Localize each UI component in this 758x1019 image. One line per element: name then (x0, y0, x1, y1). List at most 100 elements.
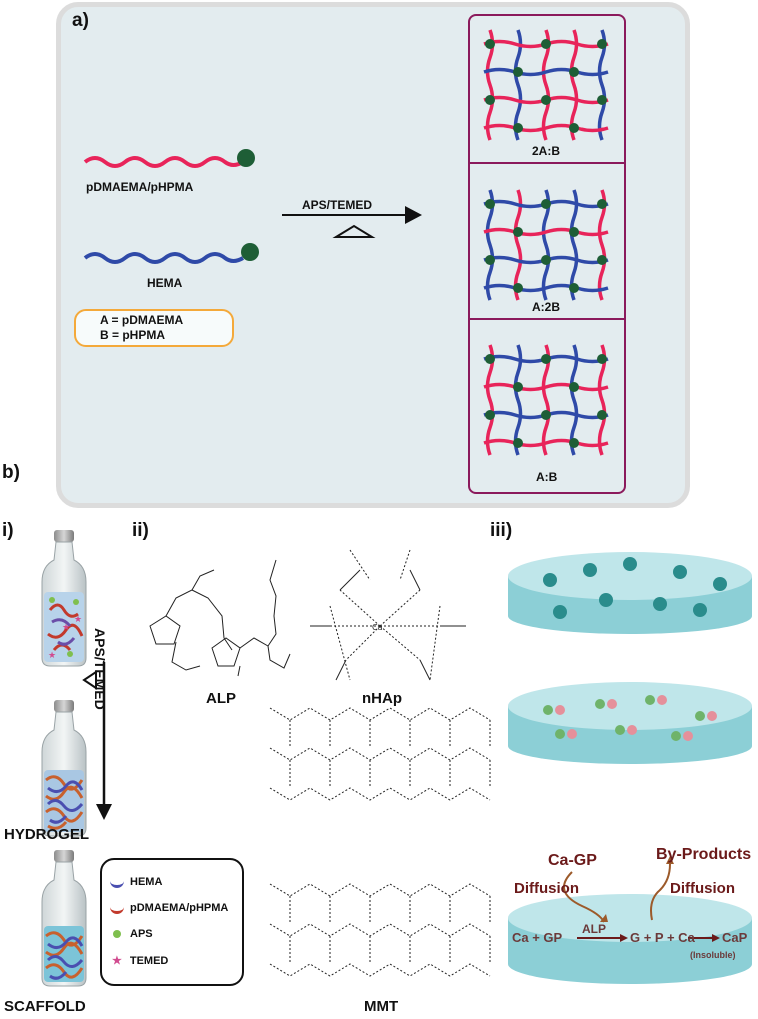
crosslink-node (513, 438, 523, 448)
crosslink-node (569, 283, 579, 293)
crosslink-node (485, 410, 495, 420)
heat-triangle-icon-2 (82, 670, 97, 690)
crosslink-node (569, 438, 579, 448)
network-vertical-strand (541, 29, 551, 141)
aps-dot-icon (113, 930, 121, 938)
product-arrowhead (712, 934, 720, 942)
crosslink-node (485, 199, 495, 209)
legend-label-temed: TEMED (129, 954, 169, 967)
crosslink-node (569, 67, 579, 77)
bottle-legend: HEMA pDMAEMA/pHPMA APS ★ TEMED (100, 858, 244, 986)
network-horizontal-strand (483, 283, 609, 293)
crosslink-node (513, 382, 523, 392)
network-vertical-strand (569, 29, 579, 141)
vertical-arrow-label: APS/TEMED (92, 628, 108, 710)
crosslink-node (597, 410, 607, 420)
hydrogel-label: HYDROGEL (4, 826, 90, 843)
network-vertical-strand (541, 189, 551, 301)
crosslink-node (569, 123, 579, 133)
chem-label-mmt: MMT (364, 998, 399, 1015)
bottle-monomers: ★★★ (41, 530, 87, 667)
scaffold-label: SCAFFOLD (4, 998, 86, 1015)
composition-legend (74, 309, 234, 347)
down-arrowhead (96, 804, 112, 820)
network-label-1: 2A:B (532, 144, 561, 158)
scaffold-disc-2 (508, 682, 752, 764)
legend-line-2: B = pHPMA (100, 328, 166, 342)
network-divider-2 (468, 318, 626, 320)
crosslink-node (513, 67, 523, 77)
panel-a-drawing (83, 29, 609, 456)
crosslink-node (541, 199, 551, 209)
sub-label-iii: iii) (490, 520, 513, 541)
ca-gp-label: Ca-GP (548, 852, 597, 869)
legend-item-aps: APS (110, 928, 153, 940)
crosslink-node (513, 283, 523, 293)
network-vertical-strand (541, 344, 551, 456)
network-frame (468, 14, 626, 494)
legend-label-pdmaema: pDMAEMA/pHPMA (130, 902, 229, 914)
arrow-label: APS/TEMED (302, 198, 373, 212)
panel-b-drawing: ★★★ Ca (41, 530, 752, 987)
network-vertical-strand (513, 29, 523, 141)
crosslink-node (597, 255, 607, 265)
legend-item-hema: HEMA (110, 876, 162, 888)
network-vertical-strand (569, 189, 579, 301)
crosslink-node (541, 95, 551, 105)
red-chain-end-node (237, 149, 255, 167)
diffusion-left-label: Diffusion (514, 880, 579, 897)
equation-left: Ca + GP (512, 930, 563, 945)
crosslink-node (513, 227, 523, 237)
network-horizontal-strand (483, 123, 609, 133)
network-vertical-strand (597, 189, 607, 301)
legend-label-aps: APS (130, 928, 153, 940)
network-a-b (483, 344, 609, 456)
crosslink-node (597, 39, 607, 49)
network-label-3: A:B (536, 470, 558, 484)
bottle-hydrogel (41, 700, 87, 837)
network-divider-1 (468, 162, 626, 164)
panel-b-label: b) (2, 462, 20, 483)
chain-label-top: pDMAEMA/pHPMA (86, 180, 194, 194)
panel-a-frame (56, 2, 690, 508)
network-horizontal-strand (483, 382, 609, 392)
crosslink-node (597, 95, 607, 105)
legend-line-1: A = pDMAEMA (100, 313, 184, 327)
network-vertical-strand (485, 189, 495, 301)
equation-note: (Insoluble) (690, 950, 736, 960)
svg-text:★: ★ (62, 622, 70, 632)
chain-label-bottom: HEMA (147, 276, 183, 290)
mmt-structure-1 (269, 707, 491, 801)
legend-label-hema: HEMA (130, 876, 163, 888)
crosslink-node (541, 255, 551, 265)
network-vertical-strand (569, 344, 579, 456)
crosslink-node (485, 354, 495, 364)
sub-label-i: i) (2, 520, 14, 541)
equation-product: CaP (722, 930, 748, 945)
panel-a-label: a) (72, 10, 89, 31)
network-horizontal-strand (483, 67, 609, 77)
network-vertical-strand (513, 189, 523, 301)
svg-text:★: ★ (74, 614, 82, 624)
network-label-2: A:2B (532, 300, 561, 314)
network-2a-b (483, 29, 609, 141)
chem-label-nhap: nHAp (362, 690, 402, 707)
sub-label-ii: ii) (132, 520, 149, 541)
network-vertical-strand (513, 344, 523, 456)
network-horizontal-strand (483, 438, 609, 448)
heat-triangle-icon (332, 224, 376, 238)
crosslink-node (485, 39, 495, 49)
svg-text:Ca: Ca (372, 623, 383, 632)
network-a-2b (483, 189, 609, 301)
blue-chain-end-node (241, 243, 259, 261)
crosslink-node (541, 410, 551, 420)
pdmaema-swatch-icon (110, 903, 124, 914)
blue-polymer-chain (83, 252, 245, 264)
network-vertical-strand (485, 344, 495, 456)
diffusion-arrow-out (650, 863, 671, 921)
nhap-structure (329, 549, 441, 681)
hema-swatch-icon (110, 877, 124, 888)
bottle-scaffold (41, 850, 87, 987)
red-polymer-chain (83, 156, 245, 168)
equation-right: G + P + Ca (630, 930, 695, 945)
